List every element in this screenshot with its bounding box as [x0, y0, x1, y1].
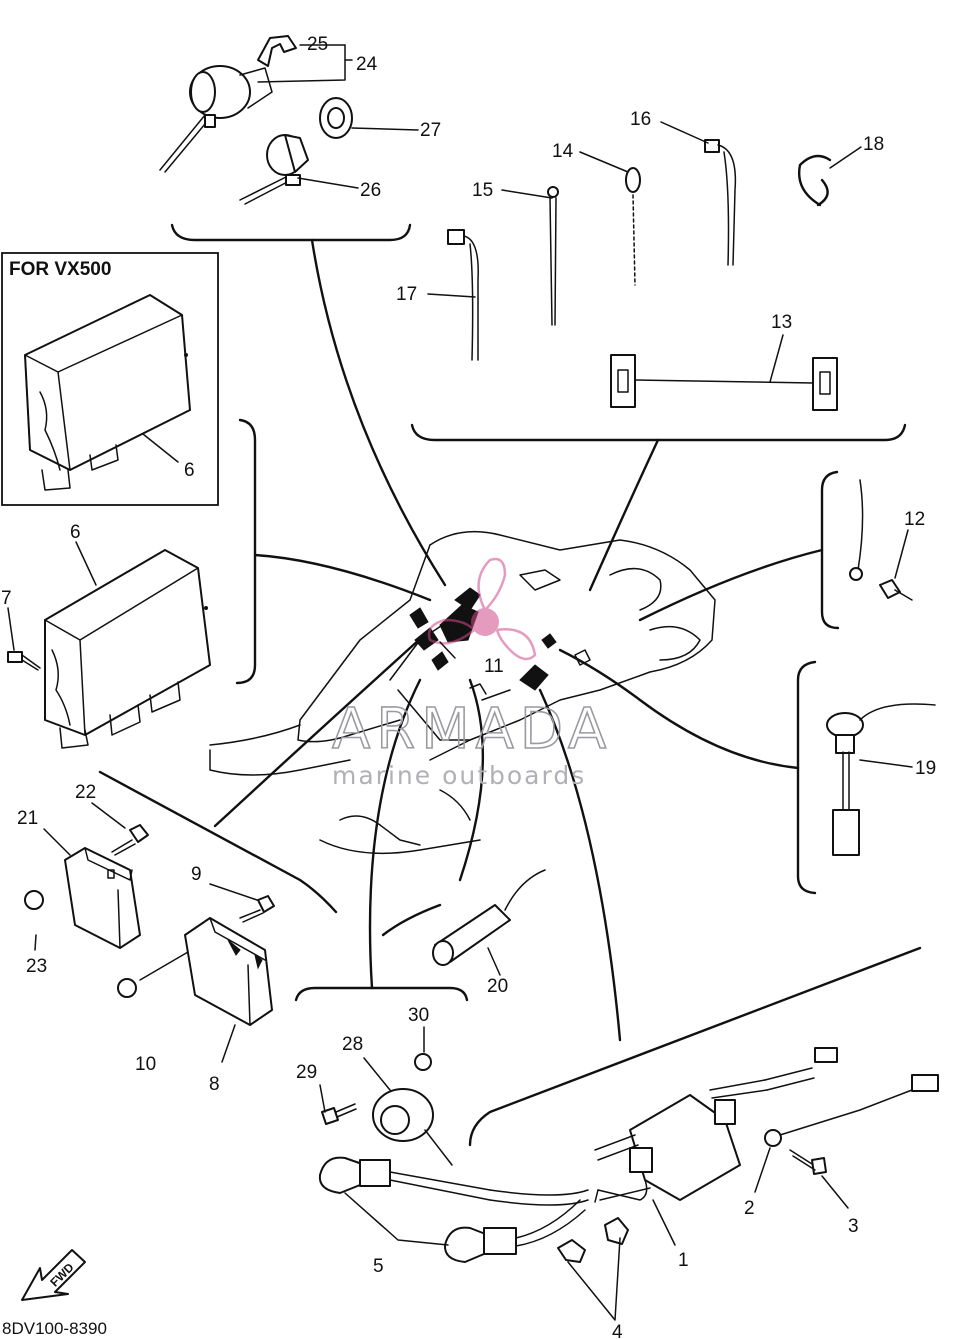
part-labels: 1 2 3 4 5 6 6 7 8 9 10 11 12 13 14 15 16…	[1, 34, 936, 1339]
part-label: 6	[70, 522, 81, 543]
part-18-clip	[798, 154, 832, 207]
part-label: 6	[184, 460, 195, 481]
part-label: 20	[487, 976, 508, 997]
part-1-ignition-coil	[594, 1047, 838, 1203]
part-10-nut	[117, 978, 137, 998]
part-label: 22	[75, 782, 96, 803]
part-label: 5	[373, 1256, 384, 1277]
part-15-tie	[547, 186, 559, 326]
part-label: 8	[209, 1074, 220, 1095]
part-label: 27	[420, 120, 441, 141]
part-20-condenser	[432, 869, 546, 966]
part-label: 24	[356, 54, 378, 75]
part-label: 28	[342, 1034, 363, 1055]
part-label: 29	[296, 1062, 317, 1083]
part-3-screw	[789, 1149, 827, 1175]
part-5-plug-caps	[318, 1156, 589, 1263]
part-16-band	[704, 139, 737, 266]
part-2-terminal	[764, 1074, 939, 1147]
part-label: 3	[848, 1216, 859, 1237]
part-label: 19	[915, 758, 936, 779]
label-leaders	[7, 44, 913, 1321]
catalog-code: 8DV100-8390	[2, 1319, 107, 1338]
part-9-bolt	[239, 895, 275, 923]
fwd-arrow-icon: FWD	[21, 1249, 86, 1301]
part-label: 7	[1, 588, 12, 609]
part-21-rectifier	[64, 847, 141, 949]
part-label: 2	[744, 1198, 755, 1219]
watermark-brand: ARMADA	[332, 697, 612, 762]
part-label: 11	[484, 656, 504, 677]
inset-box-title: FOR VX500	[9, 259, 111, 280]
part-26-switch	[239, 134, 309, 205]
part-6-cdi-unit	[44, 549, 211, 749]
part-label: 10	[135, 1054, 156, 1075]
part-22-bolt	[111, 824, 149, 856]
part-label: 4	[612, 1322, 623, 1339]
vx500-inset-box: FOR VX500	[1, 252, 219, 506]
part-19-sender	[826, 703, 936, 856]
engine-outline	[209, 530, 716, 855]
part-label: 13	[771, 312, 792, 333]
part-label: 14	[552, 141, 574, 162]
part-label: 23	[26, 956, 47, 977]
part-12-lead-wire	[849, 479, 913, 601]
part-24-main-switch	[159, 35, 297, 173]
part-29-bolt	[321, 1103, 357, 1125]
part-7-screw	[7, 651, 41, 671]
part-label: 30	[408, 1005, 429, 1026]
part-8-regulator	[184, 917, 273, 1026]
part-28-sensor	[372, 1088, 453, 1166]
part-label: 18	[863, 134, 884, 155]
watermark-tagline: marine outboards	[332, 761, 586, 790]
part-17-holder	[447, 229, 479, 361]
part-label: 16	[630, 109, 651, 130]
watermark-logo	[427, 557, 537, 661]
part-14-clamp	[625, 167, 641, 286]
part-label: 1	[678, 1250, 689, 1271]
part-23-nut	[24, 890, 44, 910]
part-13-strap	[610, 354, 838, 411]
part-30-nut	[414, 1053, 432, 1071]
harness-leader-lines	[213, 238, 824, 1042]
part-label: 21	[17, 808, 38, 829]
part-label: 15	[472, 180, 493, 201]
part-label: 12	[904, 509, 925, 530]
part-label: 9	[191, 864, 202, 885]
grouping-brackets	[98, 223, 922, 1147]
part-label: 17	[396, 284, 417, 305]
part-27-cap	[319, 97, 353, 139]
part-4-clips	[557, 1217, 629, 1263]
part-label: 26	[360, 180, 381, 201]
part-label: 25	[307, 34, 328, 55]
